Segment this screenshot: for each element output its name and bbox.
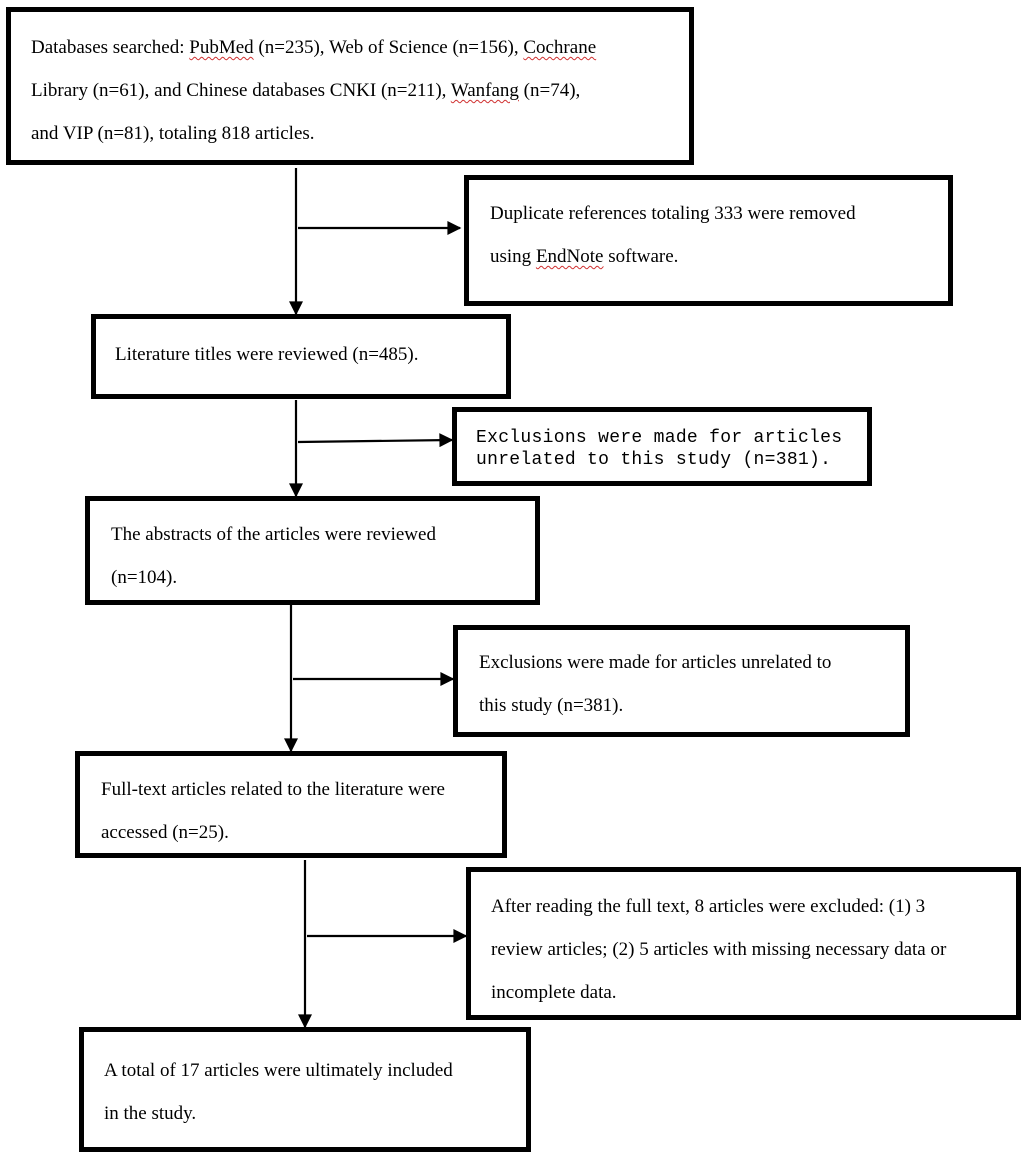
arrow-to-excl-titles [297, 433, 454, 448]
spellcheck-pubmed: PubMed [189, 37, 254, 58]
excl-fulltext-line-1: After reading the full text, 8 articles … [491, 896, 926, 917]
excl-abstracts-line-1: Exclusions were made for articles unrela… [479, 652, 832, 673]
excl-titles-box: Exclusions were made for articles unrela… [452, 407, 872, 486]
included-line-2: in the study. [104, 1103, 197, 1124]
excl-titles-line-2: unrelated to this study (n=381). [476, 450, 832, 470]
abstracts-line-1: The abstracts of the articles were revie… [111, 524, 436, 545]
spellcheck-wanfang: Wanfang [450, 80, 519, 101]
search-line-2: Library (n=61), and Chinese databases CN… [31, 80, 581, 101]
duplicates-box: Duplicate references totaling 333 were r… [464, 175, 953, 306]
abstracts-box: The abstracts of the articles were revie… [85, 496, 540, 605]
excl-abstracts-box: Exclusions were made for articles unrela… [453, 625, 910, 737]
fulltext-line-1: Full-text articles related to the litera… [101, 779, 445, 800]
titles-line-1: Literature titles were reviewed (n=485). [115, 344, 419, 365]
excl-titles-line-1: Exclusions were made for articles [476, 428, 843, 448]
excl-fulltext-box: After reading the full text, 8 articles … [466, 867, 1021, 1020]
included-box: A total of 17 articles were ultimately i… [79, 1027, 531, 1152]
included-line-1: A total of 17 articles were ultimately i… [104, 1060, 453, 1081]
spellcheck-endnote: EndNote [535, 246, 604, 267]
excl-abstracts-line-2: this study (n=381). [479, 695, 624, 716]
excl-fulltext-line-3: incomplete data. [491, 982, 617, 1003]
excl-fulltext-line-2: review articles; (2) 5 articles with mis… [491, 939, 947, 960]
search-box: Databases searched: PubMed (n=235), Web … [6, 7, 694, 165]
titles-box: Literature titles were reviewed (n=485). [91, 314, 511, 399]
fulltext-line-2: accessed (n=25). [101, 822, 229, 843]
duplicates-line-1: Duplicate references totaling 333 were r… [490, 203, 856, 224]
abstracts-line-2: (n=104). [111, 567, 178, 588]
spellcheck-cochrane: Cochrane [523, 37, 597, 58]
duplicates-line-2: using EndNote software. [490, 246, 679, 267]
search-line-1: Databases searched: PubMed (n=235), Web … [31, 37, 597, 58]
search-line-3: and VIP (n=81), totaling 818 articles. [31, 123, 315, 144]
fulltext-box: Full-text articles related to the litera… [75, 751, 507, 858]
